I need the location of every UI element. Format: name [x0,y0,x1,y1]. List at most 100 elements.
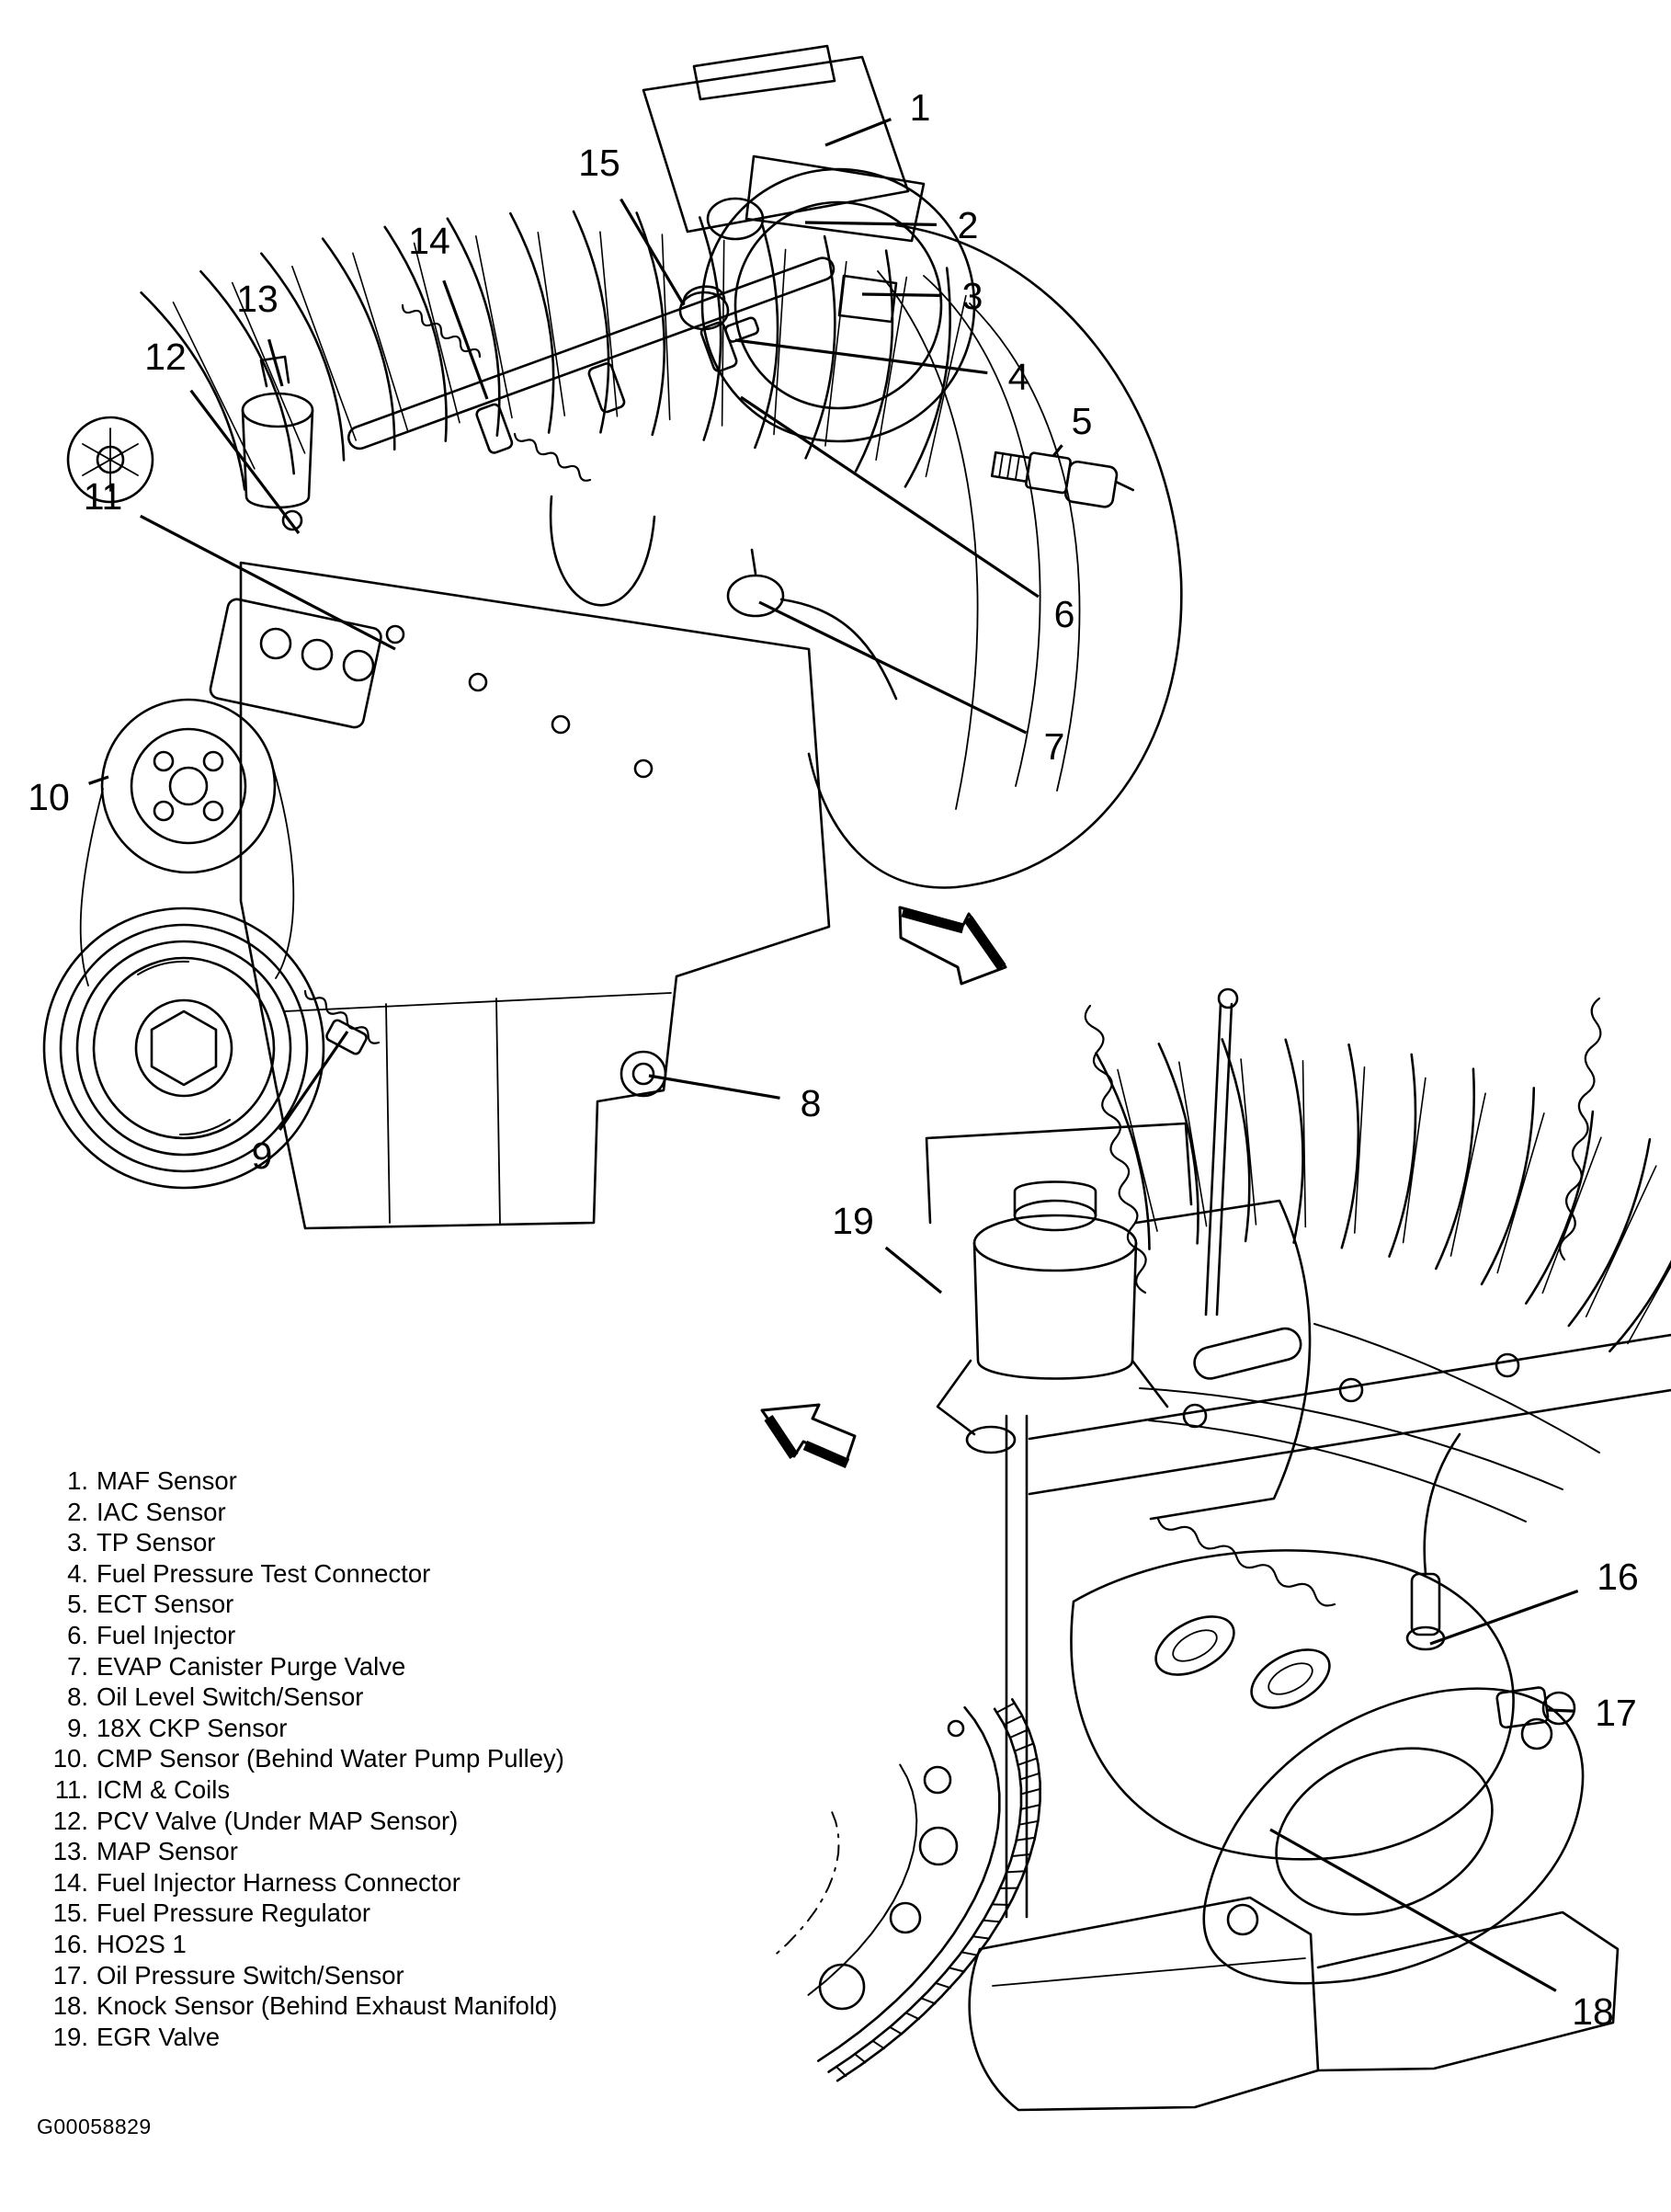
dipstick-tube [1204,987,1239,1317]
legend-item-number: 12. [52,1806,88,1835]
callout-6: 6 [740,395,1075,635]
wiring-looms [303,303,592,1044]
legend-item-number: 1. [67,1466,88,1495]
fuel-rail [347,257,836,454]
legend-item-label: HO2S 1 [97,1929,187,1958]
legend-item: 17. Oil Pressure Switch/Sensor [33,1960,564,1991]
legend-item-label: Knock Sensor (Behind Exhaust Manifold) [97,1991,558,2021]
legend-item-number: 9. [67,1713,88,1742]
callout-number: 14 [408,220,450,262]
callout-number: 3 [962,275,983,317]
legend-item: 3. TP Sensor [33,1527,564,1558]
exhaust-manifold [1070,1549,1585,1985]
legend-item-number: 5. [67,1590,88,1619]
legend-item: 8. Oil Level Switch/Sensor [33,1682,564,1713]
callout-7: 7 [758,600,1064,768]
legend-item: 19.EGR Valve [33,2022,564,2053]
ac-compressor-pulley [42,906,325,1190]
callout-number: 11 [84,475,123,518]
callout-15: 15 [578,142,686,306]
legend-item: 15.Fuel Pressure Regulator [33,1898,564,1929]
callout-number: 12 [144,336,187,378]
flywheel-ring-gear [774,1698,1041,2082]
legend-item-label: TP Sensor [97,1528,216,1557]
callout-number: 16 [1597,1556,1639,1598]
legend-item-number: 3. [67,1528,88,1557]
ho2s-sensor-part [1405,1432,1461,1651]
callout-19: 19 [832,1200,943,1294]
ect-sensor-part [990,450,1134,508]
callout-number: 2 [958,204,979,246]
legend-item: 16. HO2S 1 [33,1929,564,1960]
intake-manifold-ribs [140,210,967,491]
icm-coils-part [209,598,382,729]
engine-block-side [1005,1333,1671,1919]
intake-plenum [807,223,1183,889]
legend-item-number: 11. [54,1774,88,1804]
engine-front-view-illustration [42,44,1183,1230]
engine-side-view-illustration [774,987,1671,2112]
view-direction-arrow-right-icon [898,906,1007,986]
legend-item-number: 18. [52,1991,88,2021]
legend-item-label: PCV Valve (Under MAP Sensor) [97,1806,459,1835]
legend-item: 12. PCV Valve (Under MAP Sensor) [33,1806,564,1837]
callout-17: 17 [1547,1692,1637,1734]
legend-item-number: 17. [52,1960,88,1990]
legend-item-number: 15. [52,1898,88,1928]
callout-number: 17 [1595,1692,1637,1734]
callout-11: 11 [84,475,396,651]
callout-number: 5 [1072,400,1093,442]
belt-line [273,770,295,979]
legend-item-label: Fuel Injector Harness Connector [97,1867,460,1897]
legend-item-label: 18X CKP Sensor [97,1713,288,1742]
throttle-body-maf-assembly [642,44,976,443]
callout-12: 12 [144,336,301,534]
callout-10: 10 [28,775,109,818]
callout-number: 15 [578,142,620,184]
legend-item-label: ICM & Coils [97,1774,231,1804]
callout-number: 6 [1054,593,1075,635]
legend-item-number: 10. [52,1744,88,1773]
evap-purge-valve-part [549,495,898,701]
engine-block-oil-pan [239,561,831,1230]
oil-pan-side [968,1896,1620,2112]
figure-id: G00058829 [37,2115,152,2138]
callout-16: 16 [1429,1556,1639,1646]
egr-valve-part [925,1122,1312,1521]
legend-item: 11. ICM & Coils [33,1774,564,1806]
legend-item-label: EGR Valve [97,2022,220,2051]
legend-item-label: IAC Sensor [97,1497,226,1526]
legend-item-label: CMP Sensor (Behind Water Pump Pulley) [97,1744,564,1773]
legend-item-number: 7. [67,1651,88,1681]
legend-item-number: 8. [67,1682,88,1712]
legend-item: 9. 18X CKP Sensor [33,1713,564,1744]
spark-plug-wires [1139,1323,1600,1522]
legend-item: 10. CMP Sensor (Behind Water Pump Pulley) [33,1743,564,1774]
valve-cover-ribs [1095,1038,1671,1352]
callout-3: 3 [861,275,983,317]
legend-item-label: ECT Sensor [97,1590,234,1619]
callout-number: 18 [1572,1990,1614,2033]
legend-item-number: 14. [52,1867,88,1897]
legend-item-number: 13. [52,1837,88,1866]
callout-number: 1 [910,86,931,129]
callout-number: 4 [1008,356,1029,398]
fuel-pressure-test-port-part [724,316,759,343]
view-direction-arrow-left-icon [760,1403,857,1469]
corrugated-conduits [1084,997,1602,1607]
callout-5: 5 [1051,400,1093,458]
legend-item: 5. ECT Sensor [33,1589,564,1620]
callout-13: 13 [236,278,284,387]
callout-number: 9 [252,1135,273,1177]
legend-item-label: Oil Level Switch/Sensor [97,1682,364,1712]
legend-item-label: Oil Pressure Switch/Sensor [97,1960,404,1990]
callout-1: 1 [824,86,931,147]
callout-9: 9 [252,1031,349,1177]
legend-item-number: 16. [52,1929,88,1958]
legend-item-label: Fuel Pressure Test Connector [97,1558,431,1588]
legend-item-label: Fuel Injector [97,1620,236,1649]
